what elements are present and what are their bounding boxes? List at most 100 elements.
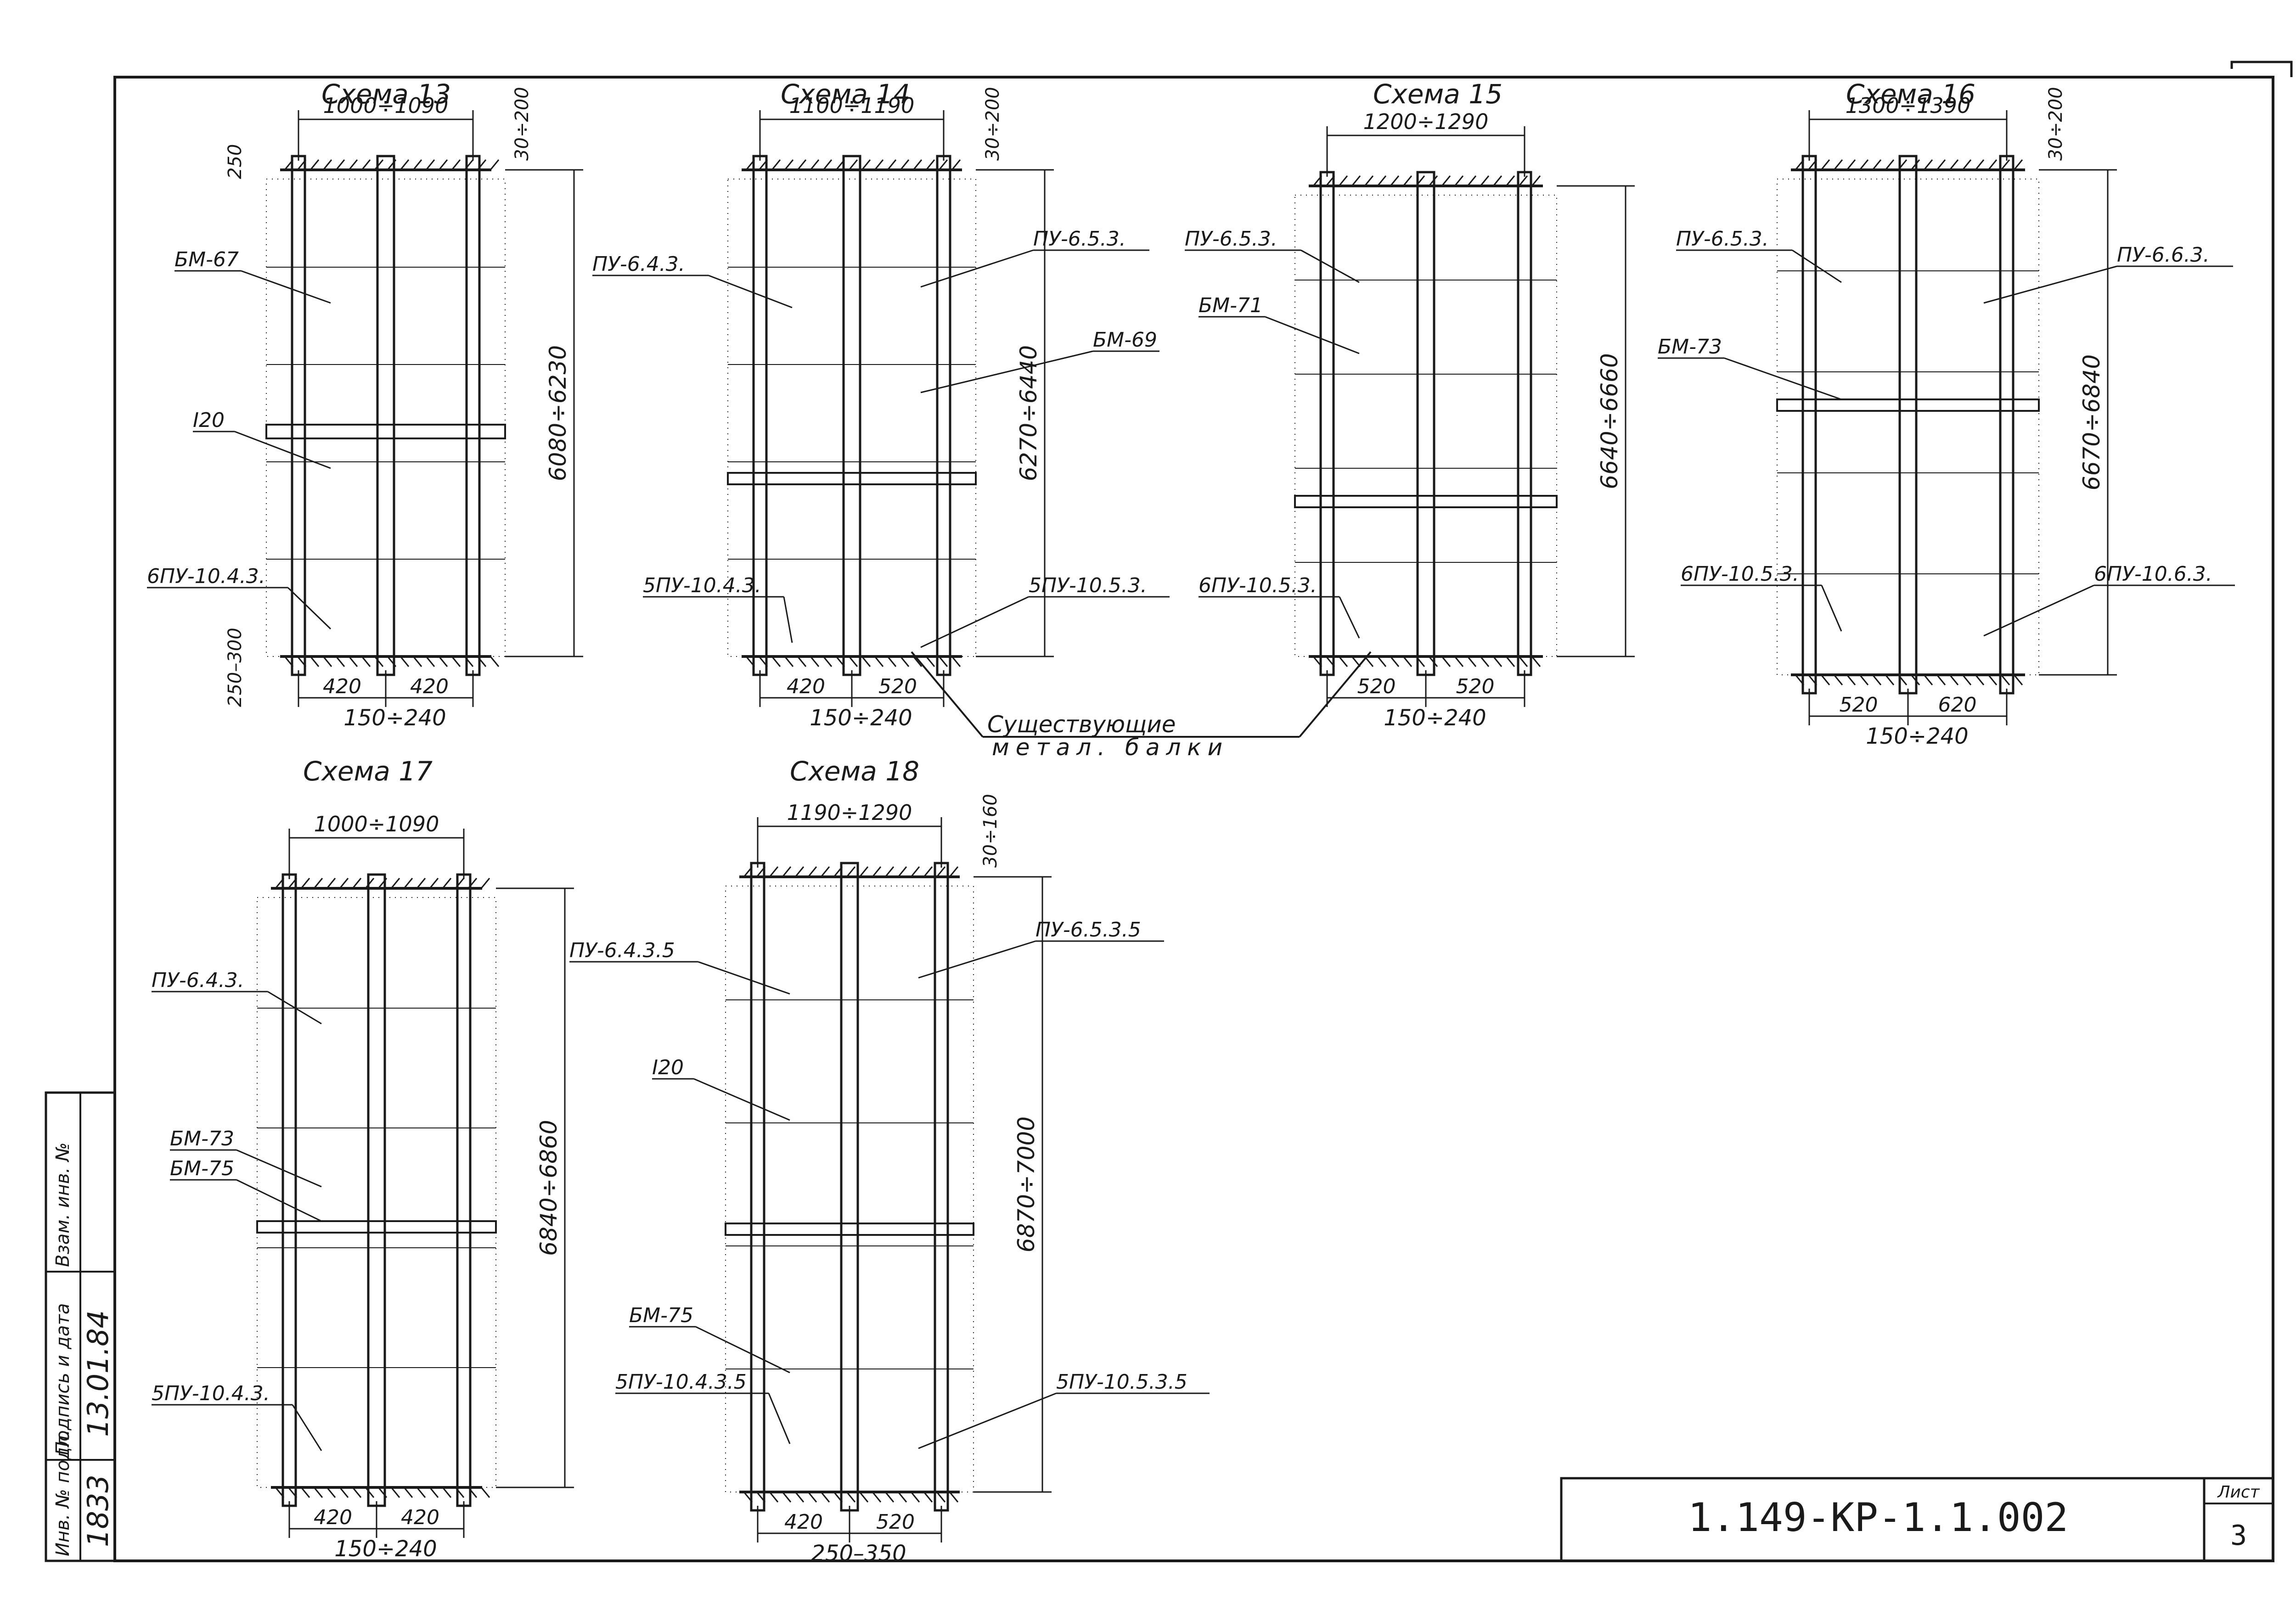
- hatch-mark: [1987, 674, 1998, 685]
- hatch-mark: [859, 1492, 869, 1503]
- element-label: БМ-73: [1658, 335, 1722, 359]
- element-label: 5ПУ-10.5.3.: [1029, 574, 1147, 597]
- hatch-mark: [951, 159, 961, 170]
- bottom-mid-dimension: 150÷240: [1384, 705, 1486, 731]
- hatch-mark: [923, 1492, 933, 1503]
- bottom-left-dimension: 420: [784, 1510, 823, 1534]
- hatch-mark: [412, 656, 422, 667]
- label-leader: [918, 940, 1036, 979]
- hatch-mark: [861, 656, 871, 667]
- element-label: ПУ-6.5.3.: [1185, 227, 1277, 251]
- hatch-mark: [348, 159, 358, 170]
- hatch-mark: [912, 159, 923, 170]
- element-label: ПУ-6.5.3.: [1676, 227, 1769, 251]
- hatch-mark: [1949, 674, 1959, 685]
- sheet-label: Лист: [2217, 1483, 2260, 1502]
- label-leader: [234, 431, 331, 469]
- hatch-mark: [897, 866, 907, 877]
- hatch-mark: [1531, 656, 1541, 667]
- hatch-mark: [416, 878, 426, 889]
- hatch-mark: [822, 159, 833, 170]
- title-block: 1.149-КР-1.1.002 Лист 3: [1560, 1477, 2274, 1562]
- label-leader: [1724, 357, 1842, 400]
- slab-outline: [1294, 195, 1557, 657]
- hatch-mark: [1390, 656, 1400, 667]
- hatch-mark: [480, 878, 490, 889]
- hatch-mark: [300, 878, 310, 889]
- bottom-mid-dimension: 150÷240: [334, 1536, 437, 1562]
- hatch-mark: [403, 1487, 413, 1498]
- hatch-mark: [310, 159, 320, 170]
- hatch-mark: [861, 159, 871, 170]
- label-leader: [1983, 584, 2094, 637]
- hatch-mark: [313, 1487, 323, 1498]
- hatch-mark: [884, 1492, 895, 1503]
- hatch-mark: [769, 1492, 779, 1503]
- bottom-left-dimension: 520: [1357, 675, 1396, 698]
- hatch-mark: [1936, 674, 1946, 685]
- hatch-mark: [300, 1487, 310, 1498]
- hatch-mark: [797, 656, 807, 667]
- label-leader: [708, 275, 793, 308]
- top-gap-value: 30÷200: [982, 87, 1003, 161]
- hatch-mark: [2013, 674, 2023, 685]
- bottom-left-dimension: 420: [323, 675, 361, 698]
- stamp-label-sign: Подпись и дата: [52, 1303, 73, 1455]
- hatch-mark: [438, 159, 448, 170]
- element-label: ПУ-6.4.3.: [152, 969, 244, 992]
- element-label: БМ-67: [174, 248, 239, 271]
- hatch-mark: [794, 1492, 805, 1503]
- slab-outline: [266, 179, 506, 657]
- height-dimension-value: 6080÷6230: [545, 345, 571, 481]
- hatch-mark: [938, 656, 948, 667]
- label-leader: [920, 249, 1034, 288]
- bottom-mid-dimension: 250–350: [811, 1541, 906, 1566]
- label-leader: [236, 1149, 322, 1188]
- bottom-right-dimension: 520: [1456, 675, 1495, 698]
- label-leader: [783, 596, 793, 643]
- hatch-mark: [400, 656, 410, 667]
- element-label: ПУ-6.5.3.5: [1035, 918, 1141, 942]
- hatch-mark: [884, 866, 895, 877]
- hatch-mark: [912, 656, 923, 667]
- label-leader: [1821, 585, 1842, 632]
- hatch-mark: [1364, 175, 1374, 186]
- hatch-mark: [425, 159, 435, 170]
- bottom-right-dimension: 420: [401, 1506, 439, 1529]
- hatch-mark: [810, 656, 820, 667]
- hatch-mark: [1338, 175, 1348, 186]
- hatch-mark: [1923, 159, 1933, 170]
- existing-metal-beam: [1517, 171, 1532, 676]
- hatch-mark: [451, 656, 461, 667]
- hatch-mark: [769, 866, 779, 877]
- hatch-mark: [438, 656, 448, 667]
- hatch-mark: [442, 1487, 452, 1498]
- hatch-mark: [429, 1487, 439, 1498]
- hatch-mark: [2000, 674, 2010, 685]
- hatch-mark: [400, 159, 410, 170]
- existing-metal-beam: [750, 862, 765, 1512]
- top-gap-value: 30÷200: [2045, 87, 2066, 161]
- scheme-14-title: Схема 14: [781, 79, 910, 110]
- height-dimension-value: 6870÷7000: [1013, 1116, 1040, 1252]
- slab-outline: [725, 886, 974, 1492]
- hatch-mark: [1820, 159, 1830, 170]
- hatch-mark: [1885, 674, 1895, 685]
- hatch-mark: [810, 159, 820, 170]
- hatch-mark: [910, 866, 920, 877]
- top-dimension-value: 1100÷1190: [789, 93, 915, 118]
- hatch-mark: [1518, 175, 1528, 186]
- hatch-mark: [848, 656, 858, 667]
- hatch-mark: [1377, 656, 1387, 667]
- existing-beams-line1: Существующие: [987, 711, 1176, 738]
- stamp-value-inv: 1833: [81, 1475, 115, 1547]
- hatch-mark: [1454, 656, 1464, 667]
- hatch-mark: [846, 1492, 856, 1503]
- hatch-mark: [925, 159, 935, 170]
- label-leader: [920, 350, 1093, 393]
- label-leader: [292, 1404, 322, 1451]
- hatch-mark: [859, 866, 869, 877]
- hatch-mark: [1441, 175, 1451, 186]
- corner-mark: [2230, 61, 2293, 77]
